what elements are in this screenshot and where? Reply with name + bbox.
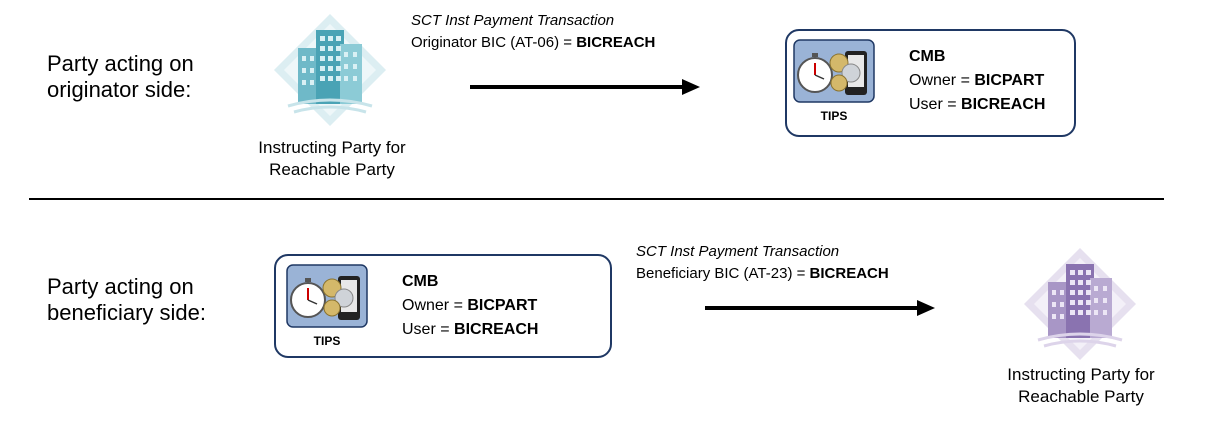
caption-line: Reachable Party (269, 160, 395, 179)
owner-prefix: Owner = (909, 72, 975, 89)
cmb-user: User = BICREACH (909, 93, 1045, 117)
field-prefix: Originator BIC (AT-06) = (411, 34, 577, 51)
cmb-owner: Owner = BICPART (402, 294, 538, 318)
tips-label: TIPS (820, 109, 848, 123)
user-prefix: User = (402, 321, 455, 338)
building-teal-icon (270, 10, 390, 133)
originator-arrow (470, 77, 702, 97)
tips-label: TIPS (313, 334, 341, 348)
transaction-title: SCT Inst Payment Transaction (636, 243, 840, 260)
owner-value: BICPART (974, 72, 1045, 89)
cmb-details: CMB Owner = BICPART User = BICREACH (909, 45, 1045, 117)
beneficiary-arrow (705, 298, 937, 318)
beneficiary-cmb-box: TIPS CMB Owner = BICPART User = BICREACH (274, 254, 612, 358)
cmb-heading-text: CMB (402, 273, 439, 290)
building-purple-icon (1020, 244, 1140, 367)
side-label-line: originator side: (47, 77, 192, 102)
beneficiary-side-label: Party acting on beneficiary side: (47, 274, 206, 326)
cmb-heading: CMB (909, 45, 1045, 69)
field-value: BICREACH (576, 34, 656, 51)
user-value: BICREACH (961, 96, 1046, 113)
side-label-line: beneficiary side: (47, 300, 206, 325)
cmb-details: CMB Owner = BICPART User = BICREACH (402, 270, 538, 342)
field-value: BICREACH (809, 265, 889, 282)
user-value: BICREACH (454, 321, 539, 338)
side-label-line: Party acting on (47, 51, 194, 76)
caption-line: Instructing Party for (258, 138, 406, 157)
owner-prefix: Owner = (402, 297, 468, 314)
cmb-owner: Owner = BICPART (909, 69, 1045, 93)
tips-icon (286, 264, 368, 341)
transaction-title: SCT Inst Payment Transaction (411, 12, 615, 29)
field-prefix: Beneficiary BIC (AT-23) = (636, 265, 810, 282)
transaction-field: Originator BIC (AT-06) = BICREACH (411, 32, 655, 54)
transaction-field: Beneficiary BIC (AT-23) = BICREACH (636, 263, 889, 285)
beneficiary-transaction-label: SCT Inst Payment Transaction Beneficiary… (636, 241, 889, 285)
cmb-heading: CMB (402, 270, 538, 294)
originator-cmb-box: TIPS CMB Owner = BICPART User = BICREACH (785, 29, 1076, 137)
cmb-heading-text: CMB (909, 48, 946, 65)
originator-party-caption: Instructing Party for Reachable Party (232, 137, 432, 181)
user-prefix: User = (909, 96, 962, 113)
tips-icon (793, 39, 875, 116)
side-label-line: Party acting on (47, 274, 194, 299)
originator-transaction-label: SCT Inst Payment Transaction Originator … (411, 10, 655, 54)
caption-line: Instructing Party for (1007, 365, 1155, 384)
cmb-user: User = BICREACH (402, 318, 538, 342)
originator-side-label: Party acting on originator side: (47, 51, 194, 103)
owner-value: BICPART (467, 297, 538, 314)
section-divider (29, 198, 1164, 200)
beneficiary-party-caption: Instructing Party for Reachable Party (981, 364, 1181, 408)
caption-line: Reachable Party (1018, 387, 1144, 406)
